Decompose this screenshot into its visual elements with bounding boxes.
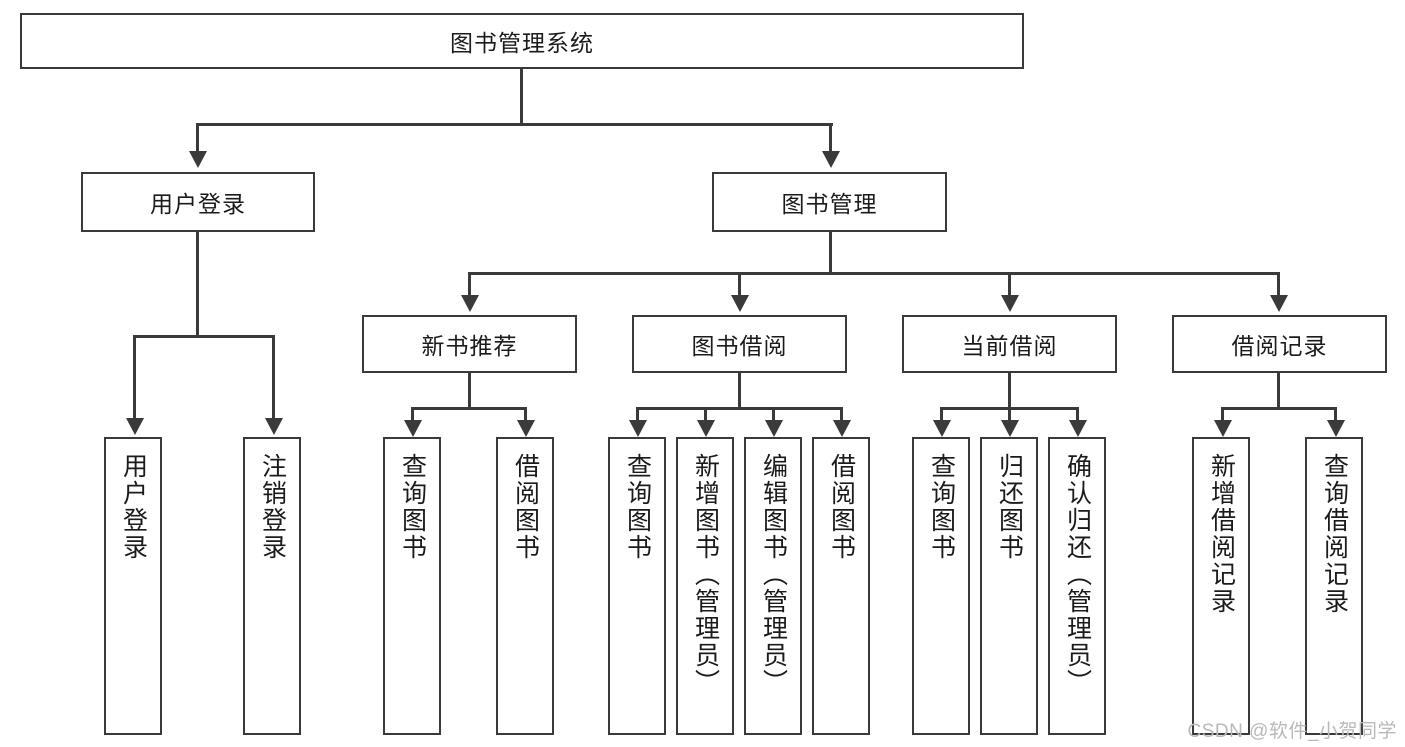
arrow-icon-currentborrow-3 (1069, 420, 1087, 437)
node-label: 新书推荐 (421, 333, 518, 359)
leaf-label: 新增图书（管理员） (691, 453, 720, 696)
connector-bookborrow-drop-1 (636, 407, 639, 423)
connector-root-stem (520, 69, 523, 123)
arrow-icon-bookborrow-4 (833, 420, 851, 437)
arrow-icon-borrowrecord-2 (1327, 420, 1345, 437)
connector-bookmgmt-drop-3 (1008, 272, 1011, 297)
connector-borrowrecord-bus (1221, 407, 1337, 410)
connector-newbook-bus (411, 407, 527, 410)
node-book-borrow[interactable]: 图书借阅 (632, 315, 847, 373)
leaf-label: 新增借阅记录 (1207, 453, 1236, 615)
arrow-icon-bookborrow-3 (765, 420, 783, 437)
node-book-management[interactable]: 图书管理 (712, 172, 947, 232)
leaf-label: 查询图书 (398, 453, 427, 561)
leaf-label: 用户登录 (119, 453, 148, 561)
connector-bookmgmt-drop-4 (1277, 272, 1280, 297)
leaf-borrow-book-recommend[interactable]: 借阅图书 (496, 437, 554, 735)
leaf-label: 编辑图书（管理员） (759, 453, 788, 696)
connector-userlogin-stem (196, 232, 199, 335)
leaf-label: 借阅图书 (827, 453, 856, 561)
arrow-icon-bookmgmt-1 (461, 295, 479, 312)
connector-bookmgmt-stem (829, 232, 832, 274)
connector-borrowrecord-drop-1 (1221, 407, 1224, 423)
connector-currentborrow-stem (1008, 373, 1011, 409)
leaf-query-borrow-record[interactable]: 查询借阅记录 (1305, 437, 1363, 735)
leaf-query-book-borrow[interactable]: 查询图书 (608, 437, 666, 735)
node-label: 当前借阅 (961, 333, 1058, 359)
connector-bookmgmt-drop-2 (738, 272, 741, 297)
node-borrow-record[interactable]: 借阅记录 (1172, 315, 1387, 373)
leaf-query-book-current[interactable]: 查询图书 (912, 437, 970, 735)
leaf-add-borrow-record[interactable]: 新增借阅记录 (1192, 437, 1250, 735)
node-user-login[interactable]: 用户登录 (81, 172, 315, 232)
connector-userlogin-drop-1 (133, 335, 136, 420)
arrow-icon-borrowrecord-1 (1214, 420, 1232, 437)
arrow-icon-bookborrow-2 (697, 420, 715, 437)
leaf-borrow-book[interactable]: 借阅图书 (812, 437, 870, 735)
connector-newbook-stem (468, 373, 471, 409)
arrow-icon-newbook-1 (404, 420, 422, 437)
node-label: 借阅记录 (1231, 333, 1328, 359)
node-label: 图书管理 (781, 191, 878, 217)
connector-borrowrecord-drop-2 (1334, 407, 1337, 423)
connector-bookmgmt-drop-1 (468, 272, 471, 297)
arrow-icon-userlogin-1 (126, 418, 144, 435)
connector-root-bus (196, 123, 833, 126)
arrow-icon-bookmgmt-4 (1270, 295, 1288, 312)
arrow-icon-bookmgmt-3 (1001, 295, 1019, 312)
connector-bookborrow-drop-4 (840, 407, 843, 423)
leaf-label: 借阅图书 (511, 453, 540, 561)
arrow-icon-newbook-2 (517, 420, 535, 437)
connector-newbook-drop-2 (524, 407, 527, 423)
leaf-edit-book-admin[interactable]: 编辑图书（管理员） (744, 437, 802, 735)
arrow-icon-root-2 (822, 151, 840, 168)
node-current-borrow[interactable]: 当前借阅 (902, 315, 1117, 373)
leaf-logout[interactable]: 注销登录 (243, 437, 301, 735)
arrow-icon-currentborrow-2 (1001, 420, 1019, 437)
connector-bookmgmt-bus (468, 272, 1280, 275)
connector-bookborrow-stem (738, 373, 741, 409)
arrow-icon-userlogin-2 (265, 418, 283, 435)
connector-currentborrow-drop-2 (1008, 407, 1011, 423)
leaf-add-book-admin[interactable]: 新增图书（管理员） (676, 437, 734, 735)
connector-newbook-drop-1 (411, 407, 414, 423)
leaf-confirm-return-admin[interactable]: 确认归还（管理员） (1048, 437, 1106, 735)
connector-bookborrow-drop-2 (704, 407, 707, 423)
leaf-label: 查询图书 (927, 453, 956, 561)
leaf-query-book-recommend[interactable]: 查询图书 (383, 437, 441, 735)
leaf-label: 查询图书 (623, 453, 652, 561)
leaf-user-login[interactable]: 用户登录 (104, 437, 162, 735)
connector-borrowrecord-stem (1277, 373, 1280, 409)
connector-root-drop-1 (196, 123, 199, 153)
connector-bookborrow-bus (636, 407, 843, 410)
node-root-system[interactable]: 图书管理系统 (20, 13, 1024, 69)
node-label: 图书管理系统 (450, 30, 594, 56)
connector-bookborrow-drop-3 (772, 407, 775, 423)
node-label: 用户登录 (150, 191, 246, 217)
leaf-label: 查询借阅记录 (1320, 453, 1349, 615)
leaf-label: 注销登录 (258, 453, 287, 561)
connector-userlogin-bus (133, 335, 275, 338)
connector-root-drop-2 (829, 123, 832, 153)
leaf-label: 确认归还（管理员） (1063, 453, 1092, 696)
leaf-return-book[interactable]: 归还图书 (980, 437, 1038, 735)
arrow-icon-root-1 (189, 151, 207, 168)
node-new-book-recommend[interactable]: 新书推荐 (362, 315, 577, 373)
leaf-label: 归还图书 (995, 453, 1024, 561)
connector-currentborrow-drop-1 (940, 407, 943, 423)
connector-userlogin-drop-2 (272, 335, 275, 420)
node-label: 图书借阅 (691, 333, 788, 359)
arrow-icon-bookmgmt-2 (731, 295, 749, 312)
arrow-icon-bookborrow-1 (629, 420, 647, 437)
connector-currentborrow-drop-3 (1076, 407, 1079, 423)
arrow-icon-currentborrow-1 (933, 420, 951, 437)
